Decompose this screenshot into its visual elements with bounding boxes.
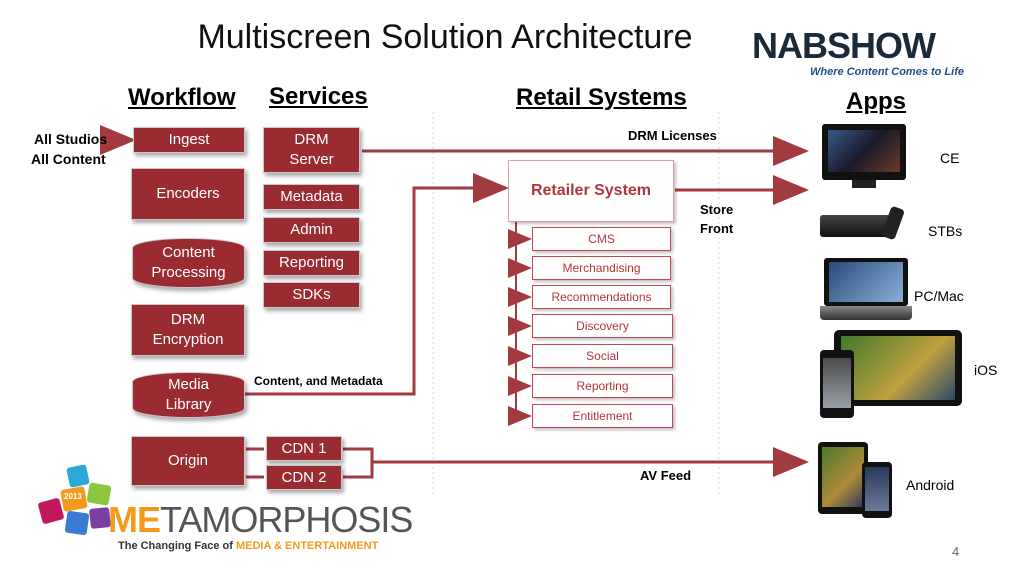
admin-label: Admin bbox=[290, 221, 333, 238]
media-library-cylinder: Media Library bbox=[132, 372, 245, 418]
page-title: Multiscreen Solution Architecture bbox=[197, 18, 693, 56]
metamorphosis-brand-me: ME bbox=[108, 499, 161, 540]
laptop-image bbox=[820, 258, 912, 324]
services-header: Services bbox=[269, 83, 368, 110]
cdn2-box: CDN 2 bbox=[266, 465, 342, 490]
content-processing-cylinder: Content Processing bbox=[132, 238, 245, 288]
retail-module-reporting: Reporting bbox=[532, 374, 673, 398]
apps-header: Apps bbox=[846, 88, 906, 115]
ingest-box: Ingest bbox=[133, 127, 245, 153]
source-label-line2: All Content bbox=[31, 151, 106, 167]
set-top-box-image bbox=[820, 205, 906, 241]
source-label-line1: All Studios bbox=[34, 131, 108, 147]
drm-encryption-box: DRM Encryption bbox=[131, 304, 245, 356]
reporting-service-label: Reporting bbox=[278, 254, 345, 271]
android-devices-image bbox=[818, 442, 896, 518]
metamorphosis-brand-rest: TAMORPHOSIS bbox=[160, 499, 413, 540]
sdks-box: SDKs bbox=[263, 282, 360, 308]
retail-module-label: Social bbox=[586, 349, 619, 363]
android-label: Android bbox=[906, 477, 955, 493]
drm-encryption-label: DRM Encryption bbox=[152, 311, 224, 348]
cdn1-label: CDN 1 bbox=[281, 439, 327, 457]
retail-systems-header: Retail Systems bbox=[516, 84, 687, 111]
nab-show-logo: NABSHOW Where Content Comes to Life bbox=[752, 28, 982, 80]
store-front-label-line2: Front bbox=[700, 221, 734, 236]
encoders-label: Encoders bbox=[156, 185, 220, 202]
retail-module-cms: CMS bbox=[532, 227, 671, 251]
retailer-system-label: Retailer System bbox=[530, 182, 652, 199]
media-library-label: Media Library bbox=[165, 376, 212, 413]
retail-module-label: Merchandising bbox=[562, 261, 641, 275]
metamorphosis-year: 2013 bbox=[64, 492, 82, 501]
metadata-box: Metadata bbox=[263, 184, 360, 210]
page-number: 4 bbox=[952, 544, 960, 559]
cdn1-box: CDN 1 bbox=[266, 436, 342, 461]
tv-image bbox=[822, 124, 906, 188]
ce-label: CE bbox=[940, 150, 960, 166]
retail-module-social: Social bbox=[532, 344, 673, 368]
drm-licenses-label: DRM Licenses bbox=[628, 128, 717, 143]
nab-logo-tagline: Where Content Comes to Life bbox=[809, 66, 964, 78]
retail-module-label: Recommendations bbox=[551, 290, 652, 304]
reporting-service-box: Reporting bbox=[263, 250, 360, 276]
metadata-label: Metadata bbox=[280, 188, 343, 205]
store-front-label-line1: Store bbox=[700, 202, 734, 217]
origin-label: Origin bbox=[167, 452, 208, 469]
retail-module-label: Reporting bbox=[576, 379, 629, 393]
drm-server-box: DRM Server bbox=[263, 127, 360, 173]
ios-label: iOS bbox=[974, 362, 998, 378]
cdn2-label: CDN 2 bbox=[281, 468, 327, 486]
av-feed-label: AV Feed bbox=[640, 468, 692, 483]
metamorphosis-tagline-2: MEDIA & ENTERTAINMENT bbox=[235, 540, 379, 552]
retail-module-label: Discovery bbox=[576, 319, 629, 333]
content-metadata-label: Content, and Metadata bbox=[254, 374, 383, 388]
metamorphosis-cube-icon: 2013 bbox=[37, 464, 122, 546]
content-processing-label: Content Processing bbox=[151, 244, 226, 281]
ios-devices-image bbox=[820, 330, 962, 420]
stbs-label: STBs bbox=[928, 223, 963, 239]
retail-module-label: CMS bbox=[588, 232, 615, 246]
retail-module-recommendations: Recommendations bbox=[532, 285, 671, 309]
metamorphosis-logo: 2013 METAMORPHOSIS The Changing Face of … bbox=[37, 464, 418, 566]
retail-module-entitlement: Entitlement bbox=[532, 404, 673, 428]
workflow-header: Workflow bbox=[128, 84, 236, 111]
retailer-system-box: Retailer System bbox=[508, 160, 674, 222]
encoders-box: Encoders bbox=[131, 168, 245, 220]
retail-module-merchandising: Merchandising bbox=[532, 256, 671, 280]
metamorphosis-tagline-1: The Changing Face of bbox=[118, 540, 236, 552]
pcmac-label: PC/Mac bbox=[914, 288, 964, 304]
retail-module-discovery: Discovery bbox=[532, 314, 673, 338]
sdks-label: SDKs bbox=[292, 286, 331, 303]
retail-module-label: Entitlement bbox=[572, 409, 633, 423]
origin-box: Origin bbox=[131, 436, 245, 486]
admin-box: Admin bbox=[263, 217, 360, 243]
drm-server-label: DRM Server bbox=[289, 131, 334, 168]
nab-logo-brand: NABSHOW bbox=[752, 25, 936, 66]
ingest-label: Ingest bbox=[168, 131, 210, 148]
